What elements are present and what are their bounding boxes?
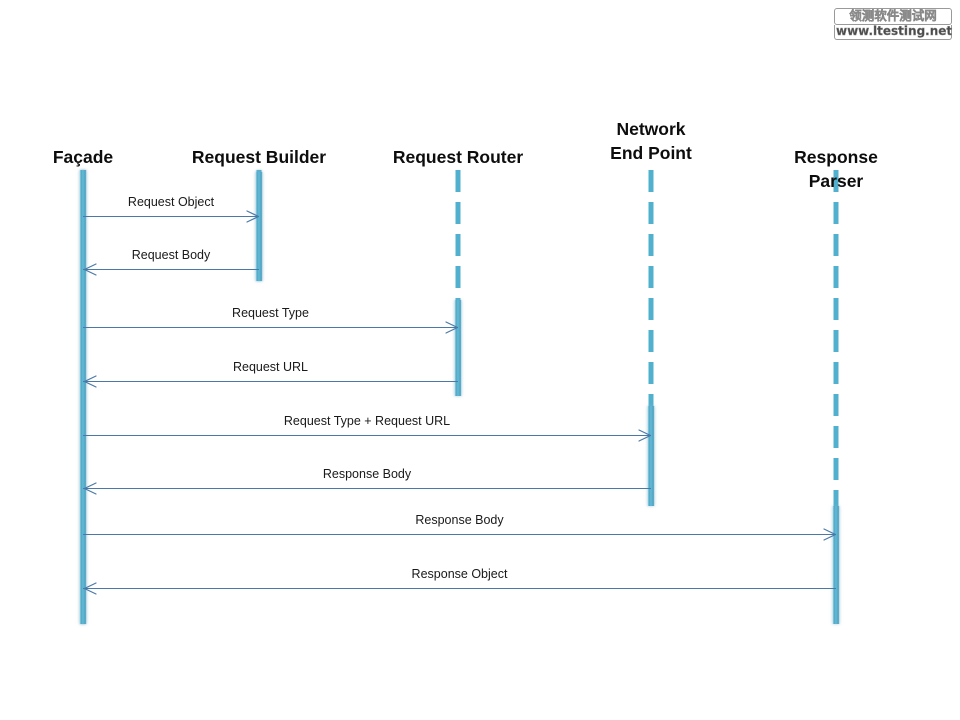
message-line-4 [83, 381, 458, 382]
message-arrowhead-1 [246, 210, 260, 223]
message-label-5: Request Type + Request URL [283, 414, 451, 428]
message-line-6 [83, 488, 651, 489]
message-line-5 [83, 435, 651, 436]
message-label-7: Response Body [415, 513, 504, 527]
message-label-4: Request URL [232, 360, 309, 374]
message-line-2 [83, 269, 259, 270]
message-arrowhead-2 [83, 263, 97, 276]
participant-label-response-parser: Response Parser [794, 147, 878, 191]
watermark-chinese-text: 领测软件测试网 [834, 8, 952, 25]
activation-bar-request-router [454, 300, 462, 396]
message-line-1 [83, 216, 259, 217]
message-line-8 [83, 588, 836, 589]
message-label-6: Response Body [322, 467, 412, 481]
participant-label-network-endpoint: Network End Point [610, 119, 692, 163]
message-label-3: Request Type [232, 306, 309, 320]
activation-bar-request-builder [255, 172, 263, 281]
message-arrowhead-5 [638, 429, 652, 442]
activation-bar-response-parser [832, 506, 840, 624]
site-watermark: 领测软件测试网 www.ltesting.net [834, 6, 952, 42]
message-label-2: Request Body [131, 248, 211, 262]
participant-label-request-router: Request Router [392, 147, 524, 167]
lifeline-request-router [455, 170, 461, 396]
participant-label-facade: Façade [52, 147, 114, 167]
activation-bar-network-endpoint [647, 406, 655, 506]
message-label-8: Response Object [411, 567, 508, 581]
lifeline-response-parser [833, 170, 839, 624]
message-arrowhead-7 [823, 528, 837, 541]
message-arrowhead-8 [83, 582, 97, 595]
message-arrowhead-6 [83, 482, 97, 495]
watermark-url-text: www.ltesting.net [834, 23, 953, 40]
participant-label-request-builder: Request Builder [191, 147, 327, 167]
message-label-1: Request Object [127, 195, 215, 209]
message-arrowhead-3 [445, 321, 459, 334]
message-line-7 [83, 534, 836, 535]
lifeline-network-endpoint [648, 170, 654, 506]
message-arrowhead-4 [83, 375, 97, 388]
message-line-3 [83, 327, 458, 328]
activation-bar-facade [79, 170, 87, 624]
